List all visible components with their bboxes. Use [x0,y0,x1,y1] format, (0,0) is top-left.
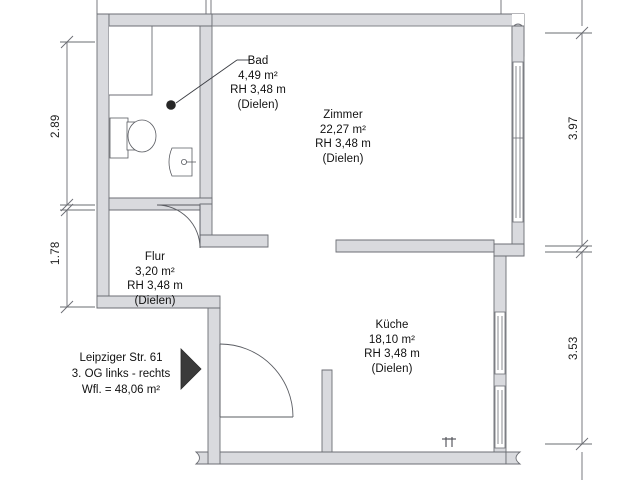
dimension-left-1_78 [60,203,95,314]
dimension-value-left-lower: 1.78 [50,241,62,265]
dimension-top-ticks [96,0,583,26]
title-living-area: Wfl. = 48,06 m² [81,384,161,396]
dimension-value-left-upper: 2.89 [50,114,62,138]
dimension-left-2_89 [60,35,95,212]
wall-entry-left [207,307,221,465]
room-rh-zimmer: RH 3,48 m [315,138,371,150]
toilet-fixture [109,117,157,159]
wall-bath-bottom [108,197,213,211]
bathroom-fixtures [109,117,196,177]
wall-bottom-right-flag [505,451,522,465]
room-area-kueche: 18,10 m² [368,333,416,346]
bath-duct-shelf [109,26,152,95]
walls [96,13,525,465]
wall-zimmer-kueche [335,239,495,253]
wall-entry-bottom-flag [194,451,209,465]
door-entrance [219,343,294,418]
room-floor-bad: (Dielen) [237,98,279,111]
title-floor: 3. OG links - rechts [71,368,171,380]
wall-exterior-top-right [211,13,525,57]
room-label-zimmer: Zimmer 22,27 m² RH 3,48 m (Dielen) [288,108,398,166]
room-name-zimmer: Zimmer [323,109,363,121]
dimension-value-right-lower: 3.53 [568,336,580,360]
room-name-bad: Bad [247,55,269,67]
riser-pipes-icon [442,437,456,447]
dimension-right-3_97 [545,26,592,253]
room-rh-kueche: RH 3,48 m [364,348,420,360]
wall-flur-right-foot [199,234,269,248]
bad-leader-dot [166,100,176,110]
wall-kueche-partition [321,369,333,453]
room-label-bad: Bad 4,49 m² RH 3,48 m (Dielen) [208,54,308,112]
doors [156,204,294,418]
room-label-kueche: Küche 18,10 m² RH 3,48 m (Dielen) [337,318,447,376]
room-floor-flur: (Dielen) [134,294,176,307]
wall-exterior-bottom [207,451,507,465]
door-bath [156,204,201,249]
window-kueche-upper [494,311,506,375]
room-name-flur: Flur [144,251,166,263]
sink-fixture [168,147,196,177]
room-floor-zimmer: (Dielen) [322,152,364,165]
room-floor-kueche: (Dielen) [371,362,413,375]
window-kueche-lower [494,385,506,449]
wall-bath-right [199,25,213,205]
windows [494,61,524,449]
room-area-bad: 4,49 m² [238,69,278,82]
dimension-value-right-upper: 3.97 [568,116,580,140]
room-rh-bad: RH 3,48 m [230,84,286,96]
title-address: Leipziger Str. 61 [79,352,163,364]
wall-exterior-top-left [97,13,213,27]
room-area-flur: 3,20 m² [135,265,175,278]
dimension-lines [60,0,592,480]
wall-flur-bottom [96,295,221,309]
title-block: Leipziger Str. 61 3. OG links - rechts W… [62,350,180,398]
wall-right-step [493,243,525,257]
bath-duct-shelf-edge [109,25,153,96]
room-label-flur: Flur 3,20 m² RH 3,48 m (Dielen) [100,250,210,308]
room-name-kueche: Küche [375,319,409,331]
room-area-zimmer: 22,27 m² [319,123,367,136]
bad-leader [166,59,250,110]
window-zimmer [512,61,524,223]
entrance-arrow-icon [180,348,202,390]
room-rh-flur: RH 3,48 m [127,280,183,292]
dimension-right-3_53 [545,245,592,451]
